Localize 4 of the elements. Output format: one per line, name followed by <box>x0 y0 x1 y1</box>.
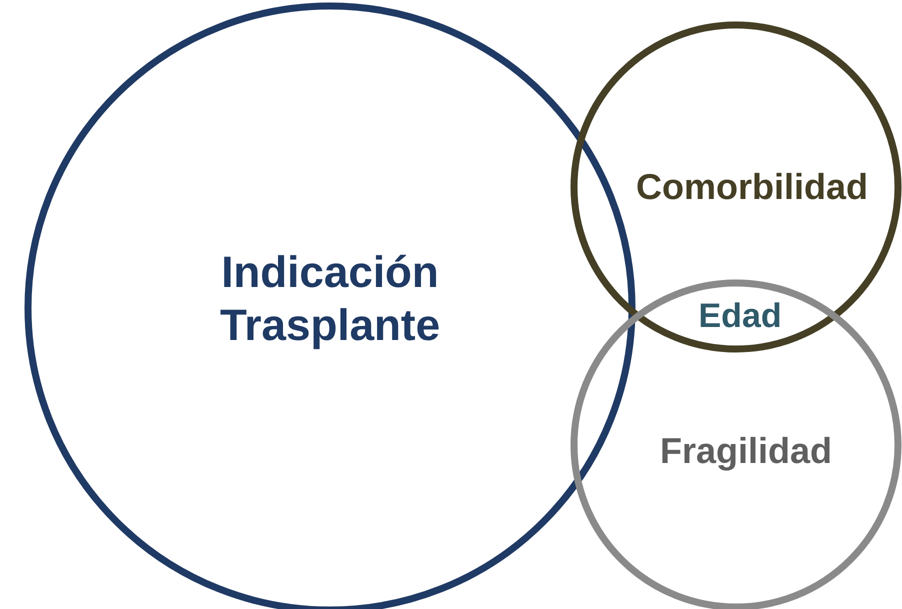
overlap-label: Edad <box>698 296 782 336</box>
circle-label: Indicación Trasplante <box>218 247 442 352</box>
circle-label: Fragilidad <box>660 429 832 473</box>
circle-label: Comorbilidad <box>636 165 868 209</box>
